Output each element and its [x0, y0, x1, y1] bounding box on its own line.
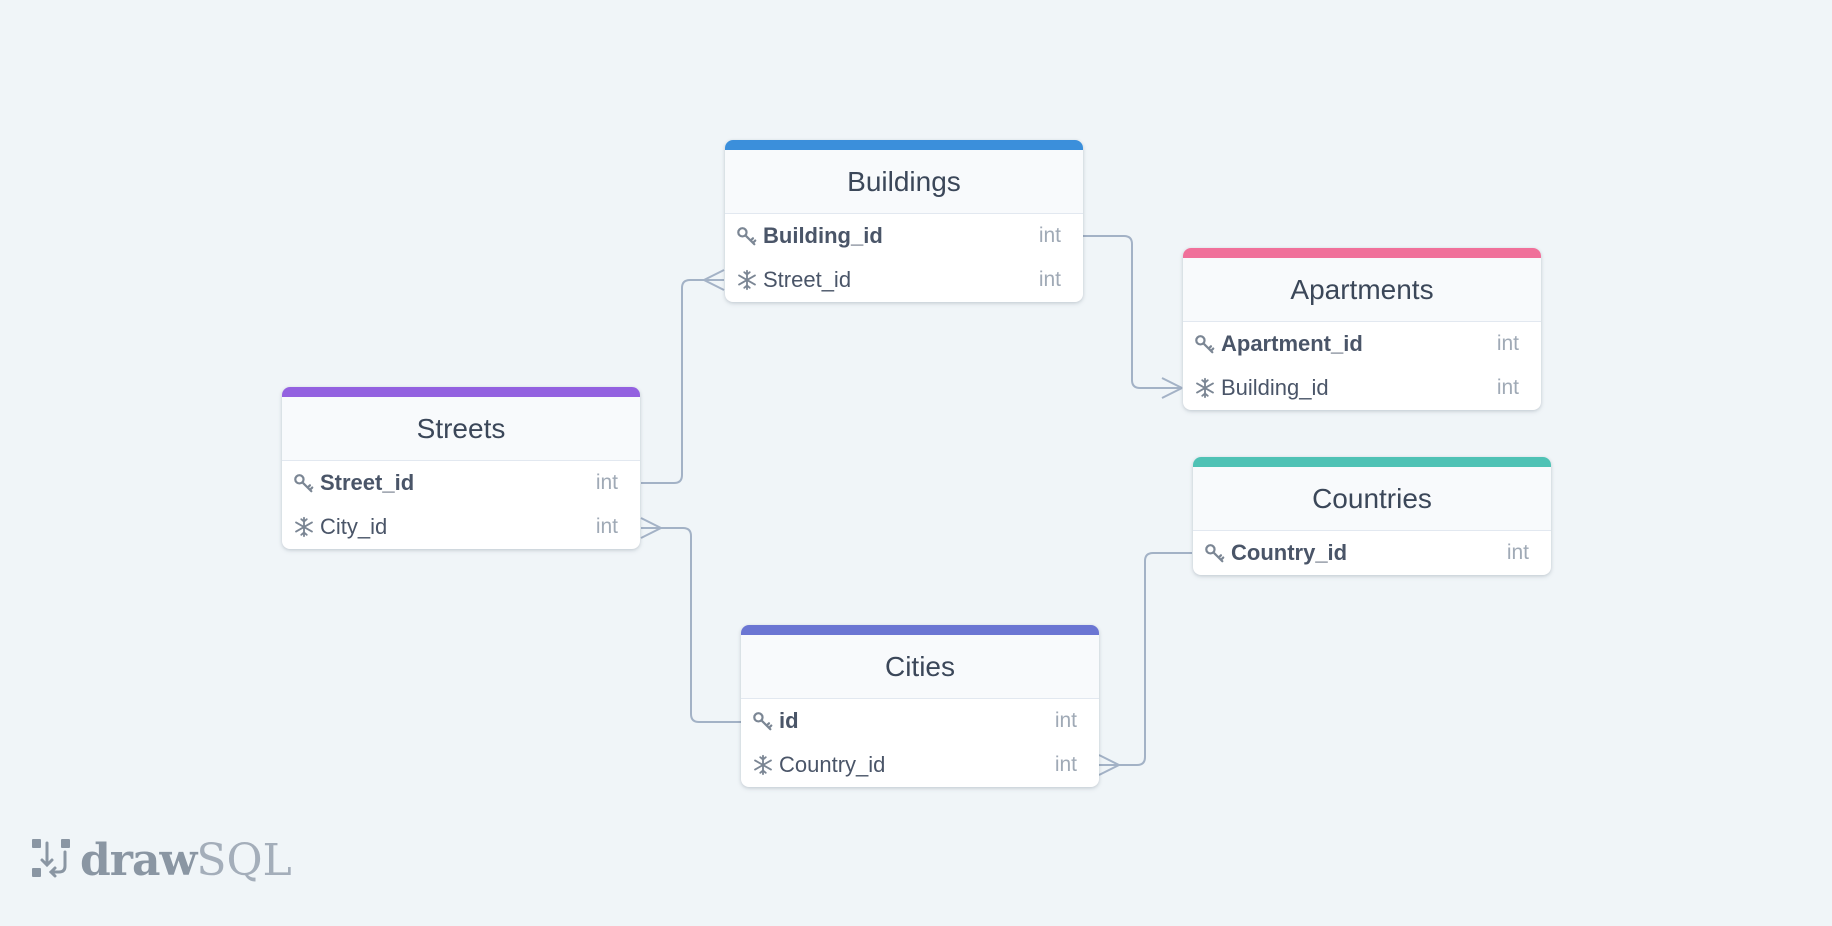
field-row[interactable]: Apartment_id int	[1183, 322, 1541, 366]
relation-line-city-street	[641, 527, 741, 723]
table-title: Countries	[1312, 482, 1432, 514]
field-row[interactable]: Street_id int	[282, 461, 640, 505]
field-row[interactable]: Building_id int	[1183, 366, 1541, 410]
table-color-bar	[725, 140, 1083, 150]
logo-text-sql: SQL	[196, 834, 292, 886]
table-color-bar	[282, 387, 640, 397]
table-apartments[interactable]: Apartments Apartment_id int Building_id …	[1183, 248, 1541, 410]
snowflake-icon	[292, 515, 316, 539]
field-type: int	[1496, 332, 1519, 355]
field-type: int	[1038, 224, 1061, 247]
field-name: Building_id	[1221, 375, 1329, 400]
snowflake-icon	[735, 268, 759, 292]
field-row[interactable]: Street_id int	[725, 258, 1083, 302]
relation-line-building-apartment	[1083, 235, 1182, 389]
crowfoot-cities	[1098, 754, 1120, 776]
field-row[interactable]: City_id int	[282, 505, 640, 549]
field-row[interactable]: Building_id int	[725, 214, 1083, 258]
key-icon	[751, 709, 775, 733]
key-icon	[292, 471, 316, 495]
snowflake-icon	[751, 753, 775, 777]
logo-text-draw: draw	[80, 834, 197, 886]
field-row[interactable]: Country_id int	[1193, 531, 1551, 575]
field-type: int	[595, 515, 618, 538]
table-title: Buildings	[847, 165, 961, 197]
field-name: id	[779, 708, 799, 733]
table-header[interactable]: Buildings	[725, 150, 1083, 214]
key-icon	[735, 224, 759, 248]
key-icon	[1193, 332, 1217, 356]
relation-line-street-building	[641, 279, 724, 484]
table-header[interactable]: Apartments	[1183, 258, 1541, 322]
table-header[interactable]: Cities	[741, 635, 1099, 699]
field-type: int	[1506, 541, 1529, 564]
table-title: Streets	[416, 412, 506, 444]
field-type: int	[1054, 709, 1077, 732]
field-row[interactable]: Country_id int	[741, 743, 1099, 787]
table-title: Cities	[884, 650, 955, 682]
table-header[interactable]: Countries	[1193, 467, 1551, 531]
table-streets[interactable]: Streets Street_id int City_id int	[282, 387, 640, 549]
field-type: int	[1496, 376, 1519, 399]
field-type: int	[1038, 268, 1061, 291]
table-color-bar	[1193, 457, 1551, 467]
crowfoot-buildings	[703, 269, 725, 291]
field-name: Country_id	[1231, 540, 1348, 565]
crowfoot-streets	[640, 517, 662, 539]
table-color-bar	[1183, 248, 1541, 258]
table-buildings[interactable]: Buildings Building_id int Street_id int	[725, 140, 1083, 302]
table-color-bar	[741, 625, 1099, 635]
field-name: Apartment_id	[1221, 331, 1363, 356]
field-name: City_id	[320, 514, 388, 539]
drawsql-logo: draw SQL	[30, 834, 292, 886]
relation-line-country-city	[1099, 552, 1192, 766]
field-name: Country_id	[779, 752, 886, 777]
field-name: Street_id	[320, 470, 415, 495]
field-type: int	[1054, 753, 1077, 776]
crowfoot-apartments	[1161, 377, 1183, 399]
table-header[interactable]: Streets	[282, 397, 640, 461]
drawsql-logo-icon	[30, 835, 72, 886]
table-cities[interactable]: Cities id int Country_id int	[741, 625, 1099, 787]
field-row[interactable]: id int	[741, 699, 1099, 743]
field-name: Building_id	[763, 223, 883, 248]
snowflake-icon	[1193, 376, 1217, 400]
key-icon	[1203, 541, 1227, 565]
table-title: Apartments	[1290, 273, 1434, 305]
field-type: int	[595, 471, 618, 494]
field-name: Street_id	[763, 267, 852, 292]
table-countries[interactable]: Countries Country_id int	[1193, 457, 1551, 575]
